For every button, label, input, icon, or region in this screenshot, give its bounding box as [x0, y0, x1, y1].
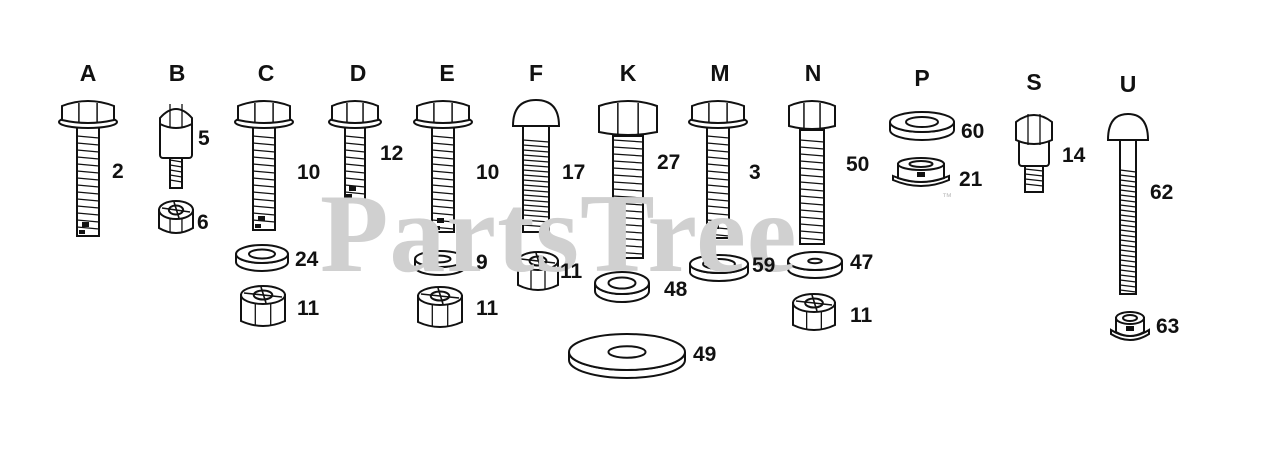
column-label-p: P: [914, 65, 930, 91]
bolt-c: [234, 100, 294, 231]
nut-e: [417, 286, 463, 328]
column-label-m: M: [710, 60, 730, 86]
nut-b: [158, 200, 194, 234]
trademark-symbol: ™: [942, 192, 952, 203]
column-label-c: C: [257, 60, 275, 86]
part-number-k-flat-washer: 49: [693, 343, 717, 366]
washer-k-flat: [568, 333, 686, 379]
bolt-e: [413, 100, 473, 233]
partstree-watermark: PartsTree: [320, 172, 798, 296]
flange-nut-p: [892, 157, 950, 187]
nut-f: [517, 251, 559, 291]
part-number-c-washer: 24: [295, 248, 319, 271]
bolt-s: [1015, 114, 1053, 193]
column-label-n: N: [804, 60, 822, 86]
part-number-d-bolt: 12: [380, 142, 404, 165]
column-label-s: S: [1026, 69, 1042, 95]
column-label-b: B: [168, 60, 186, 86]
column-label-a: A: [79, 60, 97, 86]
column-label-f: F: [528, 60, 544, 86]
bolt-n: [788, 100, 836, 245]
washer-k-lock: [594, 271, 650, 303]
part-number-n-bolt: 50: [846, 153, 870, 176]
part-number-f-bolt: 17: [562, 161, 586, 184]
nut-c: [240, 285, 286, 327]
bolt-m: [688, 100, 748, 239]
bolt-a: [58, 100, 118, 237]
part-number-p-washer: 60: [961, 120, 985, 143]
part-number-a-bolt: 2: [112, 160, 124, 183]
washer-p: [889, 111, 955, 141]
part-number-c-bolt: 10: [297, 161, 321, 184]
part-number-b-bolt: 5: [198, 127, 210, 150]
washer-e: [414, 250, 466, 276]
bolt-d: [328, 100, 382, 201]
nut-n: [792, 293, 836, 331]
washer-n: [787, 251, 843, 279]
part-number-e-washer: 9: [476, 251, 488, 274]
part-number-f-nut: 11: [560, 260, 583, 283]
part-number-e-bolt: 10: [476, 161, 500, 184]
part-number-u-flange-nut: 63: [1156, 315, 1180, 338]
column-label-k: K: [619, 60, 637, 86]
part-number-m-bolt: 3: [749, 161, 761, 184]
part-number-k-bolt: 27: [657, 151, 681, 174]
column-label-d: D: [349, 60, 367, 86]
part-number-m-washer: 59: [752, 254, 776, 277]
washer-c: [235, 244, 289, 272]
part-number-e-nut: 11: [476, 297, 499, 320]
part-number-u-carriage-bolt: 62: [1150, 181, 1174, 204]
washer-m: [689, 254, 749, 282]
column-label-u: U: [1119, 71, 1137, 97]
part-number-p-flange-nut: 21: [959, 168, 983, 191]
bolt-b: [159, 104, 193, 189]
flange-nut-u: [1110, 311, 1150, 341]
bolt-k: [598, 100, 658, 259]
part-number-n-washer: 47: [850, 251, 874, 274]
bolt-u: [1106, 112, 1150, 295]
part-number-s-bolt: 14: [1062, 144, 1086, 167]
bolt-f: [511, 98, 561, 233]
part-number-c-nut: 11: [297, 297, 320, 320]
part-number-n-nut: 11: [850, 304, 873, 327]
part-number-b-nut: 6: [197, 211, 209, 234]
column-label-e: E: [439, 60, 455, 86]
part-number-k-lock-washer: 48: [664, 278, 688, 301]
